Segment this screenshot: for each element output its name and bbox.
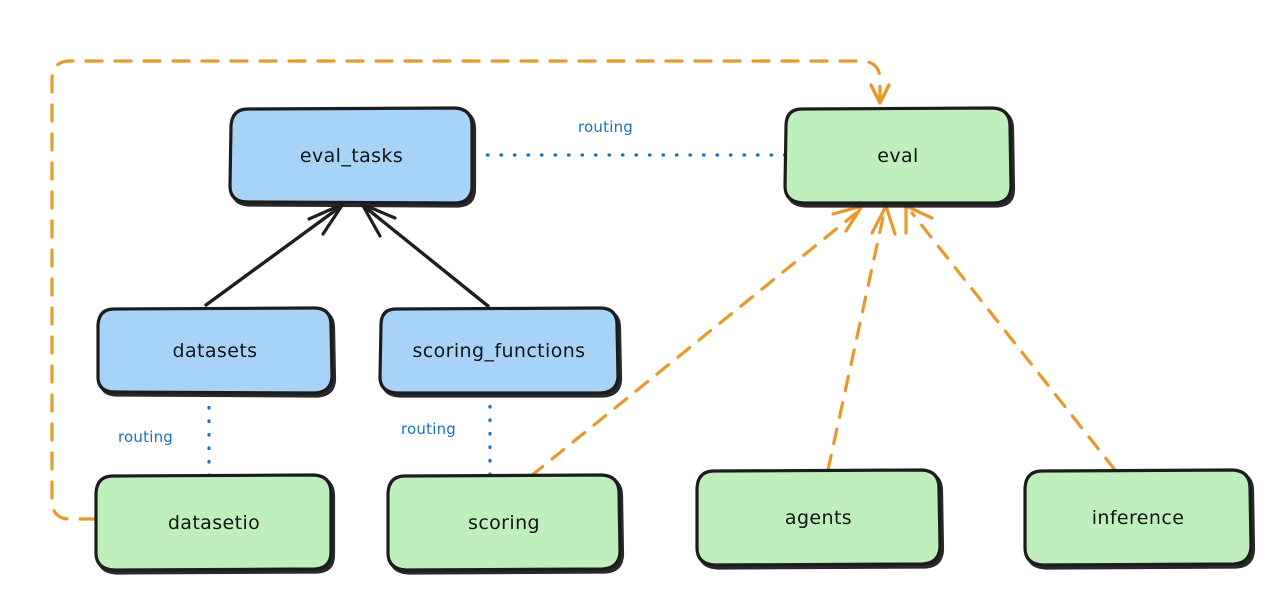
node-scoring[interactable] [386,473,622,572]
node-scoring-functions[interactable] [378,306,620,395]
edge-datasetio-to-eval [50,59,891,521]
edge-label-routing-scoring-functions-scoring: routing [401,420,456,438]
node-agents[interactable] [695,468,942,567]
edge-agents-to-eval [826,204,897,472]
edge-label-routing-datasets-datasetio: routing [118,428,173,446]
edge-label-routing-eval-tasks-eval: routing [578,118,633,136]
node-inference[interactable] [1023,468,1253,567]
node-eval[interactable] [783,106,1013,205]
edge-datasets-to-eval-tasks [204,202,345,307]
node-eval-tasks[interactable] [228,106,474,205]
edge-inference-to-eval [904,204,1117,472]
node-datasetio[interactable] [94,473,333,572]
edge-scoring-functions-to-eval-tasks [360,202,490,308]
edge-scoring-to-eval [529,204,864,478]
node-datasets[interactable] [96,306,334,395]
